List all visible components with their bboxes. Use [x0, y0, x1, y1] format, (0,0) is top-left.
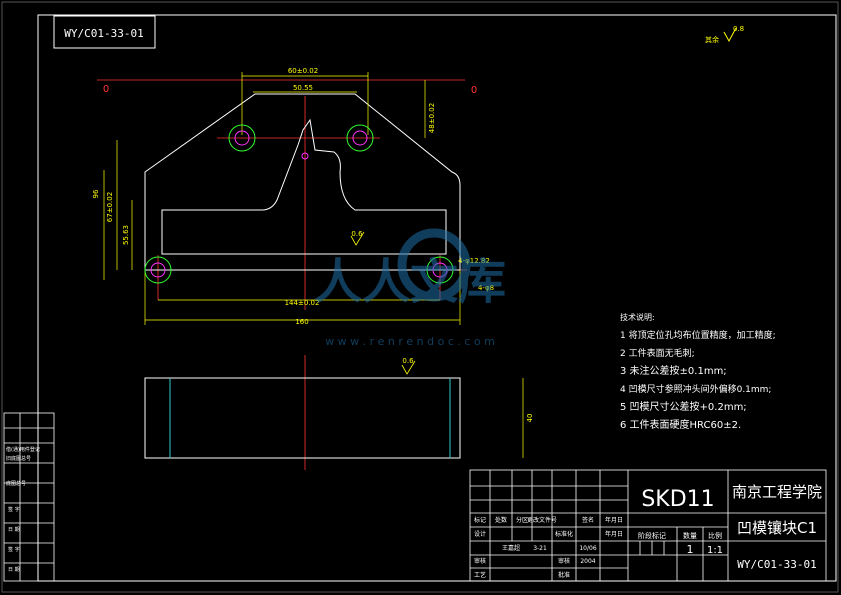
hole-bottom-left	[144, 256, 172, 284]
tech-note-1: 1 将顶定位孔均布位置精度，加工精度;	[620, 329, 776, 341]
tech-note-2: 2 工件表面无毛刺;	[620, 347, 695, 359]
tech-notes: 技术说明: 1 将顶定位孔均布位置精度，加工精度; 2 工件表面无毛刺; 3 未…	[620, 312, 776, 431]
row2-c3: 3-21	[533, 545, 547, 552]
hole-top-left	[228, 124, 256, 152]
dim-55: 55.63	[122, 225, 130, 245]
side-label-6: 签 字	[8, 546, 20, 553]
dim-50: 50.55	[293, 84, 313, 92]
dim-40: 40	[526, 414, 534, 423]
row2-c4: 标准化	[555, 530, 573, 538]
tech-note-4: 4 凹模尺寸参照冲头间外偏移0.1mm;	[620, 383, 771, 395]
row1-c5: 签名	[582, 516, 594, 524]
part-name: 凹模镶块C1	[737, 519, 817, 537]
title-block-text: SKD11 南京工程学院 凹模镶块C1 WY/C01-33-01 阶段标记 数量…	[474, 483, 822, 579]
material: SKD11	[641, 487, 714, 512]
dim-hole-r: 4-φ8	[478, 284, 494, 292]
side-label-2: 旧底图总号	[6, 455, 31, 462]
watermark-text: 人人文库	[314, 254, 506, 310]
hole-bottom-right	[426, 256, 454, 284]
row1-c1: 标记	[474, 516, 486, 524]
scale-label: 比例	[708, 531, 722, 540]
row3-std: 审核	[558, 557, 570, 565]
row3-year: 2004	[580, 558, 595, 565]
side-label-4: 签 字	[8, 506, 20, 513]
side-table-labels: 借(通)用件登记 旧底图总号 底图总号 签 字 日 期 签 字 日 期	[6, 446, 40, 573]
part-outline-top-view	[144, 93, 461, 271]
tech-notes-title: 技术说明:	[620, 312, 655, 322]
watermark-url: w w w . r e n r e n d o c . c o m	[325, 335, 495, 348]
top-drawing-number: WY/C01-33-01	[64, 27, 143, 40]
row4-left: 工艺	[474, 571, 486, 579]
top-number-box: WY/C01-33-01	[53, 15, 156, 49]
side-table	[3, 412, 55, 582]
row1-c4: 更改文件号	[527, 516, 557, 524]
quantity-value: 1	[687, 543, 694, 556]
quantity-label: 数量	[683, 531, 697, 540]
dim-67: 67±0.02	[106, 192, 114, 222]
side-label-1: 借(通)用件登记	[6, 446, 40, 453]
scale-value: 1:1	[707, 545, 723, 556]
origin-left: 0	[103, 84, 109, 95]
dim-96: 96	[92, 189, 100, 198]
roughness-value-2: 0.6	[402, 357, 414, 365]
roughness-top-value: 0.8	[733, 25, 744, 33]
stage-label: 阶段标记	[638, 531, 666, 540]
row2-c1: 设计	[474, 530, 486, 538]
tech-note-3: 3 未注公差按±0.1mm;	[620, 364, 727, 377]
row1-c6: 年月日	[605, 516, 623, 524]
tech-note-6: 6 工件表面硬度HRC60±2.	[620, 418, 741, 431]
watermark: 人人文库 w w w . r e n r e n d o c . c o m	[314, 228, 506, 348]
dimension-texts: 60±0.02 50.55 48±0.02 96 67±0.02 55.63 1…	[92, 67, 534, 422]
part-outline-side-view	[144, 377, 461, 459]
school-name: 南京工程学院	[732, 483, 822, 501]
row2-c2: 王嘉超	[502, 544, 520, 552]
row1-c3: 分区	[516, 516, 528, 524]
hole-top-right	[346, 124, 374, 152]
title-block	[469, 469, 827, 582]
dim-48: 48±0.02	[428, 103, 436, 133]
holes	[144, 124, 454, 284]
row4-right: 批准	[558, 571, 570, 579]
origin-right: 0	[471, 85, 477, 96]
roughness-other: 其余 0.8	[705, 25, 744, 44]
roughness-other-label: 其余	[705, 35, 719, 44]
dim-60: 60±0.02	[288, 67, 318, 75]
dim-144: 144±0.02	[285, 299, 320, 307]
roughness-symbols	[350, 231, 416, 375]
side-label-3: 底图总号	[6, 480, 26, 487]
title-drawing-number: WY/C01-33-01	[737, 558, 816, 571]
row2-c6: 年月日	[605, 530, 623, 538]
row2-c5: 10/06	[579, 545, 596, 552]
side-label-5: 日 期	[8, 527, 20, 533]
side-label-7: 日 期	[8, 567, 20, 573]
dim-hole4: 4-φ12.82	[458, 257, 490, 265]
dimension-lines	[103, 72, 524, 458]
dim-160: 160	[295, 318, 308, 326]
roughness-value-1: 0.6	[351, 230, 363, 238]
row3-left: 审核	[474, 557, 486, 565]
row1-c2: 处数	[495, 516, 507, 524]
tech-note-5: 5 凹模尺寸公差按+0.2mm;	[620, 400, 747, 413]
